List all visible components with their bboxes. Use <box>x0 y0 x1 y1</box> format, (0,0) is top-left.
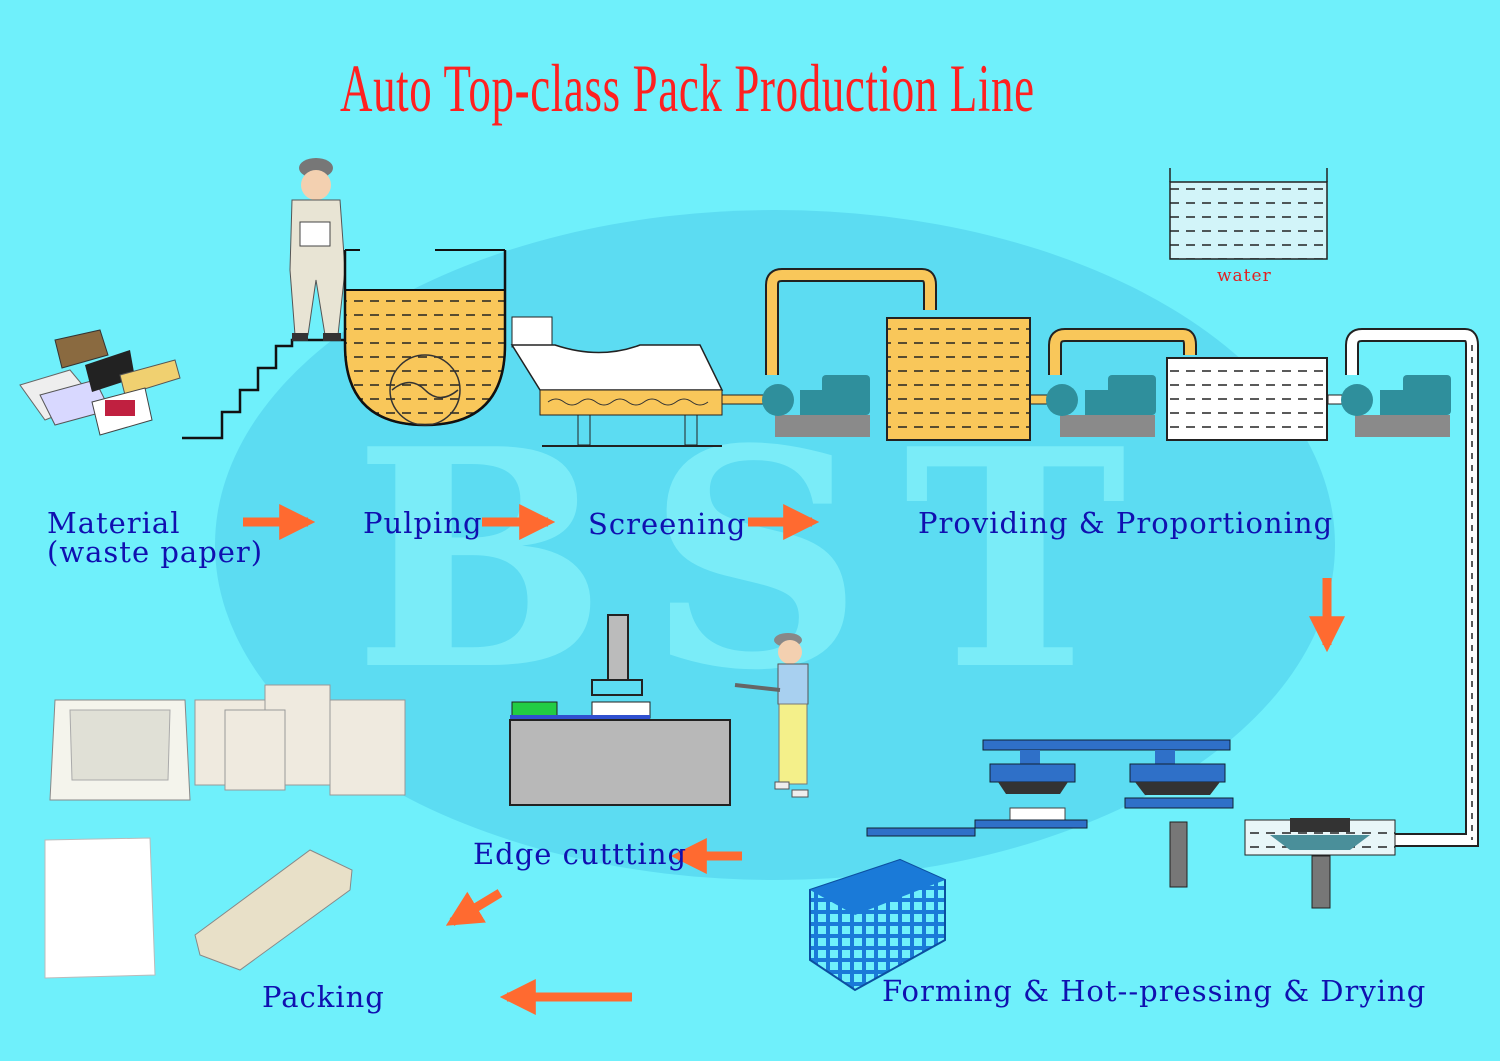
stage-label-material: Material <box>47 506 181 540</box>
waste-paper-icon <box>19 329 181 436</box>
pump-1 <box>762 375 870 437</box>
water-tank <box>1169 168 1328 260</box>
stage-label-providing: Providing & Proportioning <box>918 506 1334 540</box>
page-title: Auto Top-class Pack Production Line <box>340 50 1035 126</box>
stairs <box>182 338 345 440</box>
worker-carrying-paper-icon <box>289 158 346 341</box>
pulp-tray-products <box>44 684 406 979</box>
stage-label-forming: Forming & Hot--pressing & Drying <box>882 974 1427 1008</box>
worker-operating-machine-icon <box>734 633 809 798</box>
stage-label-screening: Screening <box>588 507 747 541</box>
blue-crate-icon <box>809 858 946 992</box>
pulper-tank <box>343 249 507 427</box>
stage-label-material-sub: (waste paper) <box>47 535 264 569</box>
stage-label-edge-cutting: Edge cuttting <box>473 837 688 871</box>
screening-machine <box>510 316 724 447</box>
stage-label-packing: Packing <box>262 980 385 1014</box>
pump-2 <box>1046 375 1156 437</box>
hot-press-machine <box>866 739 1234 888</box>
providing-tank <box>886 317 1031 441</box>
watermark-text: BST <box>353 383 1166 736</box>
forming-machine <box>1244 818 1396 909</box>
pump-3 <box>1341 375 1451 437</box>
edge-cutting-machine <box>509 614 731 806</box>
proportioning-tank <box>1166 357 1328 441</box>
flow-arrows <box>243 504 1345 1015</box>
water-tank-label: water <box>1217 266 1272 286</box>
stage-label-pulping: Pulping <box>363 506 483 540</box>
pulp-pipes <box>721 268 1479 847</box>
arrow-cutting-to-packing <box>445 889 503 926</box>
